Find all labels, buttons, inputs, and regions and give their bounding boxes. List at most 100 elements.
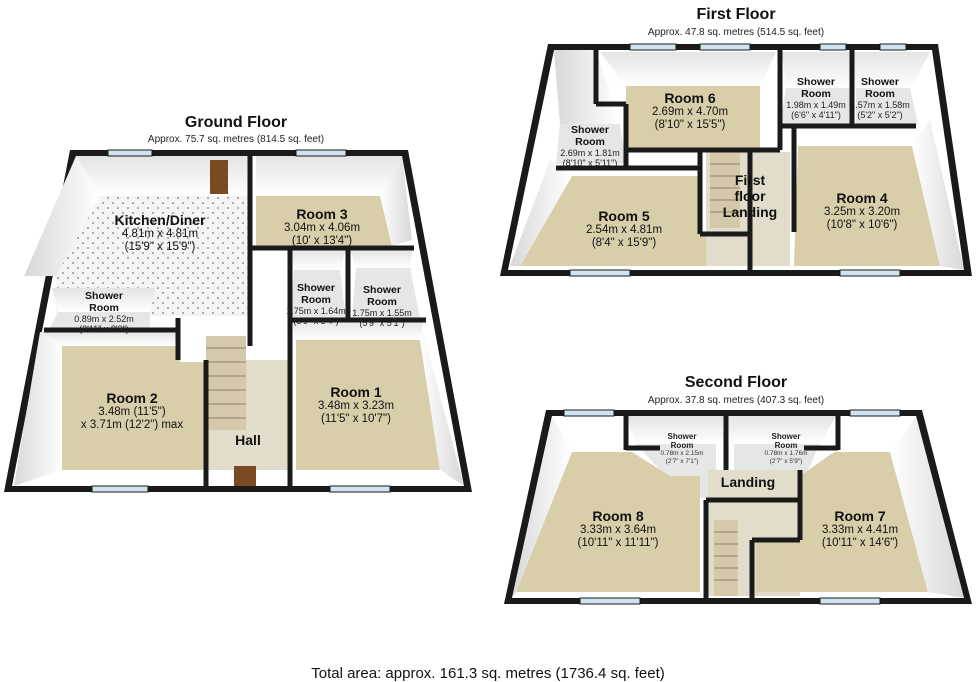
ground-floor-plan (4, 149, 472, 493)
shower-right-floor (352, 268, 420, 318)
first-landing-label: First floor Landing (723, 172, 777, 220)
shower-right-back (350, 250, 412, 268)
room-name: Room (367, 296, 397, 309)
room1-floor (296, 340, 440, 470)
room-dim: (5'2" x 5'2") (857, 110, 903, 121)
room8-label: Room 8 3.33m x 3.64m (10'11" x 11'11") (578, 508, 659, 551)
room-dim: 0.78m x 1.76m (764, 450, 808, 458)
room-name: Room 2 (106, 390, 158, 406)
room3-label: Room 3 3.04m x 4.06m (10' x 13'4") (284, 206, 360, 249)
room2-floor (62, 346, 206, 470)
room4-right-wall (912, 120, 964, 270)
kitchen-floor (56, 196, 248, 316)
shower-b-floor (856, 88, 918, 124)
first-stair-treads (710, 163, 740, 213)
room-dim: 1.57m x 1.58m (850, 100, 910, 111)
shower-mid-back (288, 250, 346, 270)
kitchen-label: Kitchen/Diner 4.81m x 4.81m (15'9" x 15'… (114, 212, 205, 255)
room-name: Room (301, 294, 331, 307)
room-dim: 4.81m x 4.81m (121, 228, 199, 241)
room-dim: (2'7" x 5'9") (769, 457, 803, 465)
room-name: Shower (85, 290, 123, 302)
room6-floor (626, 86, 760, 152)
room-name: Kitchen/Diner (114, 212, 206, 228)
front-door (234, 466, 256, 486)
stair-treads (206, 347, 246, 419)
second-floor-plan (504, 409, 972, 605)
kitchen-door (210, 160, 228, 194)
first-stairs (710, 152, 740, 228)
room7-right-wall (890, 416, 964, 598)
shower-right-label: Shower Room 1.75m x 1.55m (5'9" x 5'1") (352, 284, 412, 329)
shower-left-wall (52, 288, 156, 312)
room4-floor (794, 146, 940, 266)
second-back-wall (626, 416, 836, 444)
room-dim: (6'6" x 4'11") (791, 110, 841, 121)
first-internal-walls (556, 50, 916, 270)
total-area: Total area: approx. 161.3 sq. metres (17… (311, 665, 665, 682)
room-name: Room 3 (296, 206, 348, 222)
shower-c-floor (556, 124, 626, 164)
room1-label: Room 1 3.48m x 3.23m (11'5" x 10'7") (318, 384, 394, 427)
room-dim: 1.98m x 1.49m (786, 100, 846, 111)
room-dim: 3.33m x 3.64m (579, 524, 657, 537)
room-dim: 1.75m x 1.55m (352, 308, 412, 319)
room-dim: 2.54m x 4.81m (585, 224, 663, 237)
room-dim: 0.78m x 2.15m (660, 450, 704, 458)
room-dim: (8'10" x 15'5") (654, 119, 726, 132)
room-dim: 0.89m x 2.52m (74, 314, 134, 325)
room-name: Room 6 (664, 90, 716, 106)
shower-a-floor (780, 88, 850, 124)
room-dim: (8'4" x 15'9") (591, 237, 657, 250)
second-internal-walls (623, 416, 841, 600)
room-name: Room 7 (834, 508, 886, 524)
room-dim: (11'5" x 10'7") (321, 413, 391, 426)
room7-label: Room 7 3.33m x 4.41m (10'11" x 14'6") (822, 508, 898, 551)
room-name: Shower (571, 124, 609, 136)
second-landing-label: Landing (721, 474, 775, 490)
room-dim: (10' x 13'4") (291, 235, 353, 248)
room-name: Room (89, 302, 119, 315)
room-dim: (8'10" x 5'11") (562, 158, 618, 169)
kitchen-left-wall (24, 156, 100, 276)
room5-left-wall (510, 160, 572, 266)
room-name: Room 1 (330, 384, 382, 400)
room-dim: 3.48m x 3.23m (317, 400, 395, 413)
shower-b-label: Shower Room 1.57m x 1.58m (5'2" x 5'2") (850, 76, 910, 121)
room-name: Landing (720, 474, 776, 490)
room-dim: 1.75m x 1.64m (286, 306, 346, 317)
room2-label: Room 2 3.48m (11'5") x 3.71m (12'2") max (81, 390, 183, 433)
room-name: Shower (297, 282, 335, 294)
room8-floor (516, 452, 700, 592)
room1-right-wall (420, 320, 464, 486)
room-name: First (734, 172, 766, 188)
room-dim: (10'11" x 11'11") (577, 537, 659, 550)
second-floor-area: Approx. 37.8 sq. metres (407.3 sq. feet) (647, 395, 825, 406)
room7-floor (756, 452, 928, 592)
room-dim: (5'9" x 5'4") (293, 316, 339, 327)
room-dim: 2.69m x 1.81m (560, 148, 620, 159)
room-name: Shower (861, 76, 899, 88)
first-floor-plan (500, 43, 972, 277)
ground-floor-title: Ground Floor (184, 114, 288, 131)
room6-label: Room 6 2.69m x 4.70m (8'10" x 15'5") (652, 90, 728, 133)
room-name: floor (734, 188, 766, 205)
room-name: Room (774, 441, 798, 451)
room8-left-wall (512, 416, 572, 598)
room-dim: (10'8" x 10'6") (826, 219, 898, 232)
shower-mid-floor (290, 270, 346, 320)
second-shower-r-label: Shower Room 0.78m x 1.76m (2'7" x 5'9") (765, 432, 808, 465)
room2-left-wall (14, 332, 62, 486)
room-name: Shower (363, 284, 401, 296)
room-dim: 3.25m x 3.20m (823, 206, 901, 219)
shower-c-label: Shower Room 2.69m x 1.81m (8'10" x 5'11"… (560, 124, 620, 169)
second-floor-title: Second Floor (684, 374, 788, 391)
second-shower-l-label: Shower Room 0.78m x 2.15m (2'7" x 7'1") (661, 432, 704, 465)
room3-floor (256, 196, 392, 246)
second-stair-treads (714, 531, 738, 581)
room5-floor (520, 176, 748, 266)
room-name: Room 8 (592, 508, 644, 524)
room6-back-wall (600, 52, 776, 86)
room-name: Room (575, 136, 605, 149)
shower-a-label: Shower Room 1.98m x 1.49m (6'6" x 4'11") (786, 76, 846, 121)
